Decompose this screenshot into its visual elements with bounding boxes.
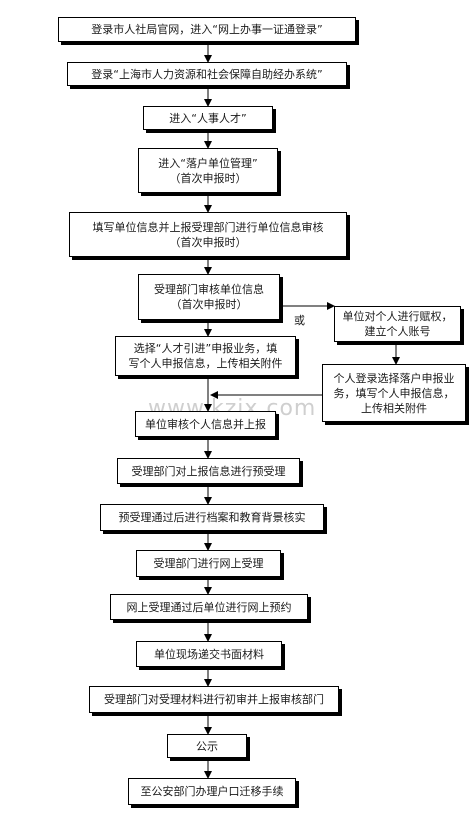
step-enter-unit-management: 进入“落户单位管理” （首次申报时） <box>138 148 278 193</box>
step-label: 登录“上海市人力资源和社会保障自助经办系统” <box>91 67 323 81</box>
step-public-notice: 公示 <box>167 734 247 758</box>
step-label: 公示 <box>196 739 218 753</box>
step-label: 至公安部门办理户口迁移手续 <box>140 785 284 798</box>
step-online-acceptance: 受理部门进行网上受理 <box>136 550 281 577</box>
step-label: 受理部门对受理材料进行初审并上报审核部门 <box>104 693 324 706</box>
step-review-unit-info: 受理部门审核单位信息 （首次申报时） <box>138 274 280 320</box>
step-label: 单位对个人进行赋权， 建立个人账号 <box>342 310 453 338</box>
step-label: 进入“落户单位管理” （首次申报时） <box>158 156 258 185</box>
step-label: 预受理通过后进行档案和教育背景核实 <box>118 511 306 524</box>
step-login-website: 登录市人社局官网，进入“网上办事一证通登录” <box>58 17 356 42</box>
or-label: 或 <box>294 314 305 327</box>
step-verify-records: 预受理通过后进行档案和教育背景核实 <box>100 504 324 531</box>
step-label: 受理部门审核单位信息 （首次申报时） <box>154 283 264 311</box>
step-enter-hr-talent: 进入“人事人才” <box>143 106 273 130</box>
step-submit-materials: 单位现场递交书面材料 <box>136 641 282 667</box>
step-label: 填写单位信息并上报受理部门进行单位信息审核 （首次申报时） <box>92 220 324 249</box>
side-step-personal-login: 个人登录选择落户申报业 务，填写个人申报信息， 上传相关附件 <box>322 364 466 422</box>
step-label: 选择“人才引进”申报业务，填 写个人申报信息，上传相关附件 <box>128 342 283 370</box>
step-label: 单位审核个人信息并上报 <box>145 417 266 431</box>
step-label: 个人登录选择落户申报业 务，填写个人申报信息， 上传相关附件 <box>333 371 455 415</box>
step-fill-unit-info: 填写单位信息并上报受理部门进行单位信息审核 （首次申报时） <box>69 212 347 257</box>
step-login-self-service: 登录“上海市人力资源和社会保障自助经办系统” <box>67 62 347 86</box>
side-step-grant-permission: 单位对个人进行赋权， 建立个人账号 <box>334 306 461 342</box>
step-select-talent-business: 选择“人才引进”申报业务，填 写个人申报信息，上传相关附件 <box>115 336 296 376</box>
step-label: 受理部门对上报信息进行预受理 <box>131 464 286 478</box>
step-label: 网上受理通过后单位进行网上预约 <box>126 600 292 614</box>
step-online-appointment: 网上受理通过后单位进行网上预约 <box>110 594 308 620</box>
step-label: 单位现场递交书面材料 <box>154 647 264 661</box>
step-pre-acceptance: 受理部门对上报信息进行预受理 <box>117 458 300 484</box>
step-label: 进入“人事人才” <box>169 111 247 125</box>
step-household-transfer: 至公安部门办理户口迁移手续 <box>128 778 296 805</box>
step-label: 登录市人社局官网，进入“网上办事一证通登录” <box>91 23 323 36</box>
step-preliminary-review: 受理部门对受理材料进行初审并上报审核部门 <box>89 686 339 713</box>
step-unit-review-personal: 单位审核个人信息并上报 <box>135 411 276 437</box>
step-label: 受理部门进行网上受理 <box>153 557 264 570</box>
